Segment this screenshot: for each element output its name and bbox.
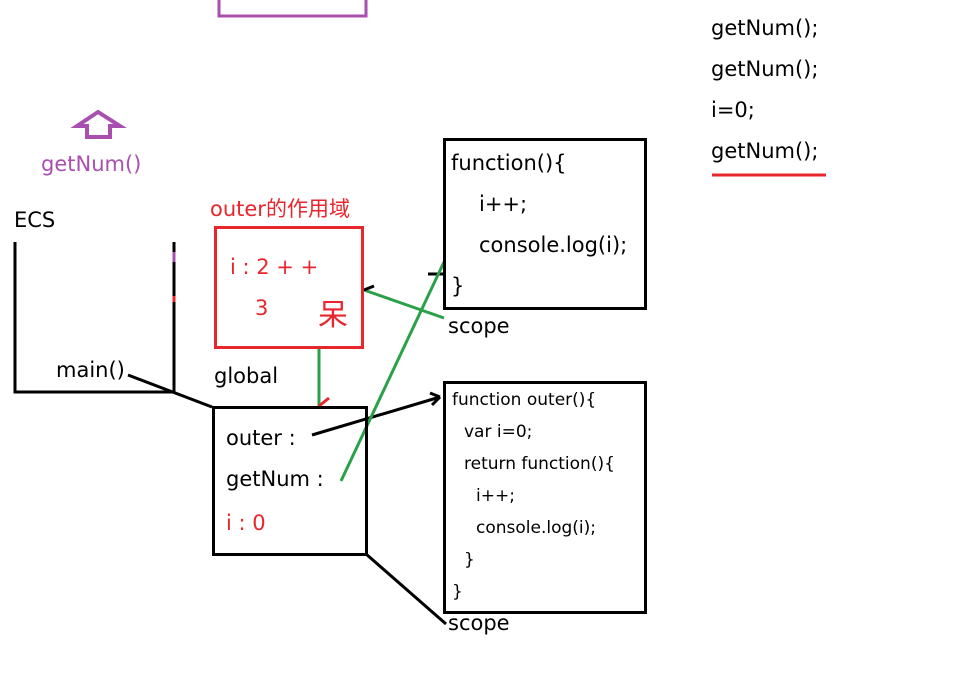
closure-line-2: i++; (479, 192, 528, 216)
global-title: global (214, 364, 279, 388)
outer-scope-box (214, 226, 364, 349)
outer-fn-line-3: return function(){ (464, 454, 615, 474)
call-line-4: getNum(); (711, 139, 819, 163)
global-scope-box (212, 406, 368, 556)
lower-scope-line (365, 552, 447, 626)
main-to-global-line (127, 373, 213, 409)
up-arrow-icon (70, 109, 127, 139)
outer-scope-value: 3 (255, 296, 269, 320)
outer-fn-line-4: i++; (476, 486, 515, 506)
global-getnum-entry: getNum : (226, 467, 324, 491)
outer-scope-title: outer的作用域 (210, 197, 350, 221)
closure-line-3: console.log(i); (479, 233, 628, 257)
call-line-2: getNum(); (711, 57, 819, 81)
purple-getnum-label: getNum() (41, 152, 142, 176)
outer-ref-arrowhead-a (429, 391, 441, 399)
outer-scope-label: scope (448, 611, 510, 635)
outer-fn-line-2: var i=0; (464, 422, 533, 442)
global-outer-entry: outer : (226, 426, 296, 450)
scope-arrow-head (363, 284, 375, 292)
getnum-to-function-line (339, 261, 446, 482)
scope-to-outer-scope-line (363, 288, 445, 320)
closure-line-4: } (451, 274, 465, 298)
purple-box-fragment (217, 0, 368, 18)
outer-scope-i-line: i : 2 + + (230, 255, 319, 279)
ecs-stack-bracket (13, 242, 174, 394)
outer-scope-to-global-head (318, 396, 330, 408)
closure-scope-label: scope (448, 314, 510, 338)
main-label: main() (56, 358, 125, 382)
outer-function-box (443, 381, 647, 614)
outer-fn-line-7: } (452, 582, 463, 602)
call-line-1: getNum(); (711, 16, 819, 40)
outer-ref-arrowhead-b (430, 395, 442, 407)
closure-line-1: function(){ (451, 151, 567, 175)
call-line-3: i=0; (711, 98, 755, 122)
ecs-label: ECS (14, 208, 56, 232)
closure-function-box (443, 138, 647, 310)
outer-fn-line-5: console.log(i); (476, 518, 596, 538)
outer-fn-line-1: function outer(){ (452, 390, 597, 410)
outer-ref-line (311, 395, 441, 437)
outer-scope-scribble: 呆 (318, 298, 348, 333)
outer-fn-line-6: } (464, 550, 475, 570)
global-i-entry: i : 0 (226, 511, 266, 535)
